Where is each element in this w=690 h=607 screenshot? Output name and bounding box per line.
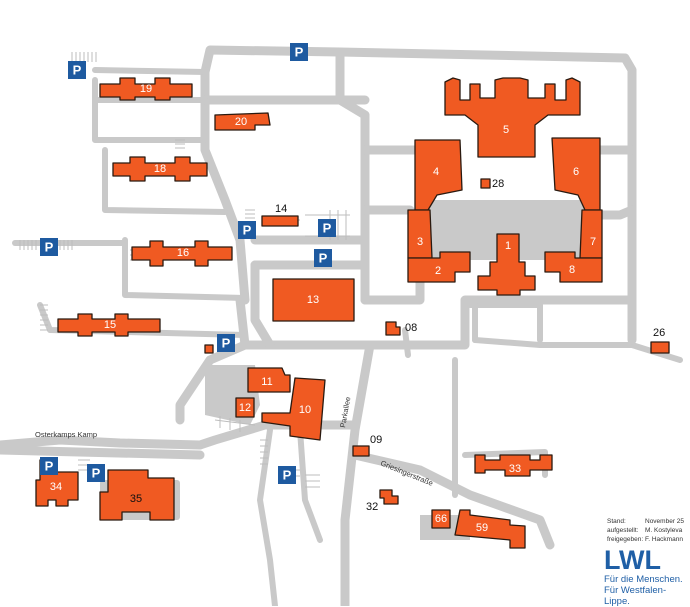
building-2 — [407, 251, 471, 283]
label-35: 35 — [130, 493, 142, 505]
buildings — [35, 77, 670, 549]
building-18 — [112, 156, 208, 182]
svg-text:P: P — [92, 466, 101, 481]
label-5: 5 — [503, 124, 509, 136]
building-35 — [99, 469, 175, 521]
label-4: 4 — [433, 166, 439, 178]
building-16 — [131, 240, 233, 267]
building-33 — [474, 454, 553, 477]
svg-text:P: P — [222, 336, 231, 351]
label-18: 18 — [154, 163, 166, 175]
building-8 — [544, 251, 603, 283]
label-10: 10 — [299, 404, 311, 416]
building-3 — [407, 209, 433, 259]
building-11 — [247, 367, 291, 393]
label-66: 66 — [435, 513, 447, 525]
parking-icon: P — [40, 238, 58, 256]
svg-text:P: P — [295, 45, 304, 60]
building-5 — [444, 77, 581, 158]
svg-text:P: P — [319, 251, 328, 266]
label-26: 26 — [653, 327, 665, 339]
svg-text:P: P — [283, 468, 292, 483]
label-12: 12 — [239, 402, 251, 414]
label-34: 34 — [50, 481, 62, 493]
label-33: 33 — [509, 463, 521, 475]
lwl-logo: LWL Für die Menschen. Für Westfalen-Lipp… — [604, 546, 690, 607]
building-1 — [477, 233, 536, 296]
building-09 — [352, 445, 370, 457]
aufgestellt-value: M. Kostyleva — [645, 527, 683, 534]
building-19 — [99, 77, 193, 101]
building-10 — [261, 377, 326, 441]
parking-icon: P — [217, 334, 235, 352]
svg-text:P: P — [243, 223, 252, 238]
label-8: 8 — [569, 264, 575, 276]
svg-text:P: P — [45, 459, 54, 474]
freigegeben-key: freigegeben: — [607, 536, 644, 543]
label-11: 11 — [261, 376, 272, 388]
label-15: 15 — [104, 319, 116, 331]
parking-icon: P — [318, 219, 336, 237]
label-2: 2 — [435, 265, 441, 277]
label-1: 1 — [505, 240, 511, 252]
label-7: 7 — [590, 236, 596, 248]
slogan-line-1: Für die Menschen. — [604, 574, 683, 585]
building-08 — [385, 321, 401, 336]
map-metadata: Stand: November 25 aufgestellt: M. Kostyle… — [607, 517, 684, 544]
stand-value: November 25 — [645, 518, 685, 525]
parking-signs: P P P P P P P P P P — [40, 43, 336, 484]
building-66 — [431, 509, 451, 529]
building-7 — [579, 209, 603, 259]
label-19: 19 — [140, 83, 152, 95]
building-12 — [235, 397, 255, 418]
building-59 — [454, 509, 526, 549]
label-16: 16 — [177, 247, 189, 259]
building-32 — [379, 489, 399, 505]
lwl-logo-text: LWL — [604, 545, 661, 575]
svg-text:P: P — [73, 63, 82, 78]
building-13 — [272, 278, 355, 322]
svg-text:P: P — [45, 240, 54, 255]
label-14: 14 — [275, 203, 287, 215]
label-32: 32 — [366, 501, 378, 513]
label-20: 20 — [235, 116, 247, 128]
street-osterkamps-kamp: Osterkamps Kamp — [35, 430, 97, 439]
label-59: 59 — [476, 522, 488, 534]
road-network — [0, 45, 683, 606]
parking-icon: P — [40, 457, 58, 475]
label-09: 09 — [370, 434, 382, 446]
parking-icon: P — [314, 249, 332, 267]
svg-text:P: P — [323, 221, 332, 236]
freigegeben-value: F. Hackmann — [645, 536, 683, 543]
slogan-line-2: Für Westfalen-Lippe. — [604, 585, 667, 607]
parking-icon: P — [87, 464, 105, 482]
label-08: 08 — [405, 322, 417, 334]
parking-icon: P — [290, 43, 308, 61]
label-6: 6 — [573, 166, 579, 178]
parking-icon: P — [238, 221, 256, 239]
building-26 — [650, 341, 670, 354]
building-labels: 1 2 3 4 5 6 7 8 08 09 10 11 12 13 14 15 … — [50, 83, 665, 534]
stand-key: Stand: — [607, 518, 626, 525]
building-15 — [57, 313, 161, 337]
label-28: 28 — [492, 178, 504, 190]
aufgestellt-key: aufgestellt: — [607, 527, 639, 534]
label-13: 13 — [307, 294, 319, 306]
parking-icon: P — [278, 466, 296, 484]
building-14 — [261, 215, 299, 227]
label-3: 3 — [417, 236, 423, 248]
building-20 — [214, 112, 271, 131]
building-28 — [480, 178, 491, 189]
building-small-kiosk — [204, 344, 214, 354]
parking-icon: P — [68, 61, 86, 79]
